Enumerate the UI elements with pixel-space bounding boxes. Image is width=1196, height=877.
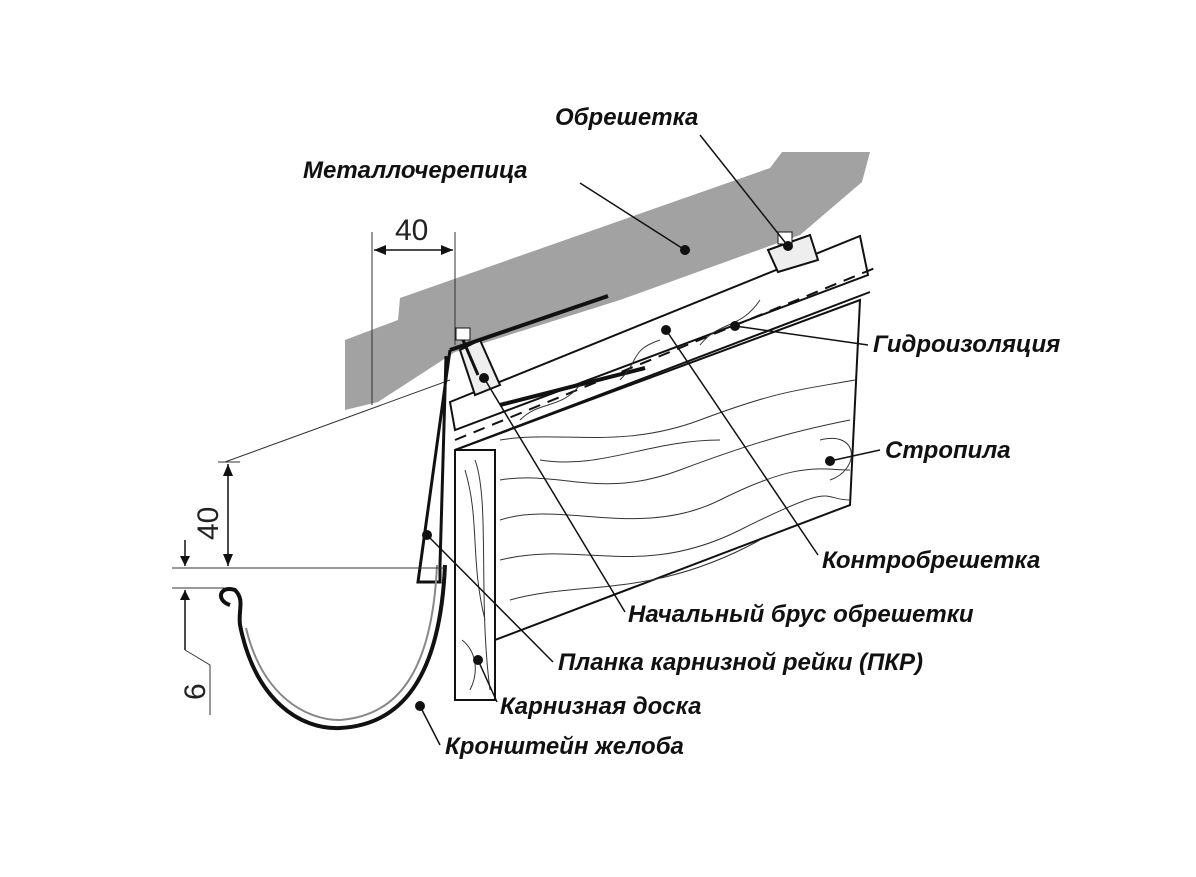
label-stropila: Стропила xyxy=(885,437,1011,464)
svg-text:40: 40 xyxy=(192,507,225,540)
label-obreshetka: Обрешетка xyxy=(555,104,698,131)
dimension-gutter-offset: 6 xyxy=(172,540,225,715)
label-kontrobreshetka: Контробрешетка xyxy=(822,547,1040,574)
metal-tile xyxy=(345,152,870,410)
leader-lines xyxy=(415,134,881,746)
label-planka-pkr: Планка карнизной рейки (ПКР) xyxy=(558,649,923,676)
label-karniznaya-doska: Карнизная доска xyxy=(500,693,701,720)
dimension-gutter-drop: 40 xyxy=(172,461,445,569)
dimension-overhang: 40 xyxy=(371,214,456,405)
label-kronshtein: Кронштейн желоба xyxy=(445,733,684,760)
eave-strip xyxy=(416,349,452,584)
label-gidroizolyatsiya: Гидроизоляция xyxy=(873,331,1060,358)
svg-text:40: 40 xyxy=(395,214,428,247)
label-nachalny-brus: Начальный брус обрешетки xyxy=(628,601,974,628)
rafter xyxy=(454,298,862,701)
counter-batten xyxy=(448,234,876,451)
label-metallocherepitsa: Металлочерепица xyxy=(303,157,528,184)
svg-text:6: 6 xyxy=(179,683,212,700)
gutter-bracket xyxy=(219,564,447,731)
batten xyxy=(766,231,820,274)
